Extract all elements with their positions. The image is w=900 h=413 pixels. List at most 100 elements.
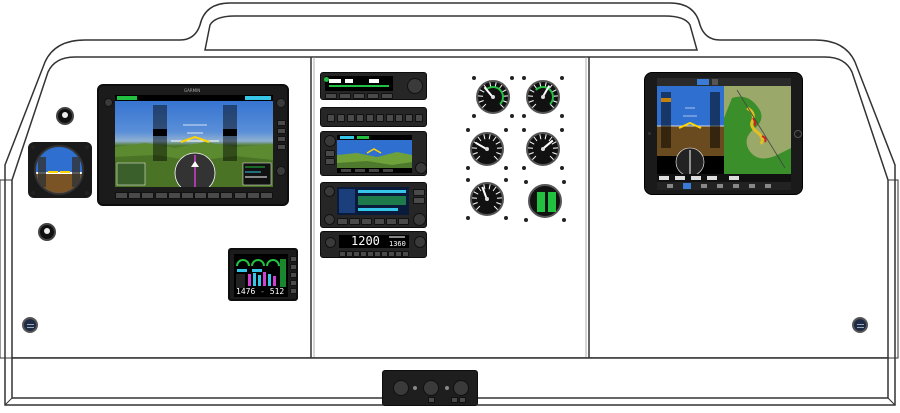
transponder-button[interactable]	[339, 251, 346, 257]
screw-icon	[522, 128, 526, 132]
audio-button[interactable]	[395, 114, 404, 122]
gps-button[interactable]	[325, 158, 335, 165]
tachometer-gauge	[472, 76, 514, 118]
audio-button[interactable]	[346, 114, 355, 122]
pfd-screen	[115, 95, 273, 187]
screw-icon	[466, 128, 470, 132]
com-radio	[320, 72, 427, 100]
transponder-knob-icon[interactable]	[414, 236, 426, 248]
gauge-face	[528, 184, 562, 218]
engine-monitor-button[interactable]	[290, 264, 297, 270]
engine-monitor: 1476 - 512	[228, 248, 298, 301]
tablet-home-button-icon[interactable]	[794, 130, 802, 138]
squawk-code: 1200	[351, 234, 380, 248]
screw-icon	[510, 76, 514, 80]
gns-knob-icon[interactable]	[413, 213, 426, 226]
pfd-side-button[interactable]	[277, 128, 286, 134]
com-button[interactable]	[353, 93, 365, 99]
audio-panel	[320, 107, 427, 127]
oil-pressure-gauge	[466, 128, 508, 170]
engine-monitor-button[interactable]	[290, 288, 297, 294]
pfd-side-button[interactable]	[277, 120, 286, 126]
pfd-brand-label: GARMIN	[184, 88, 201, 93]
control-knob-icon[interactable]	[423, 380, 439, 396]
screw-icon	[510, 114, 514, 118]
transponder-button[interactable]	[353, 251, 360, 257]
com-button[interactable]	[325, 93, 337, 99]
transponder-button[interactable]	[402, 251, 409, 257]
transponder-button[interactable]	[388, 251, 395, 257]
gps-navigator	[320, 131, 427, 176]
control-knob-icon[interactable]	[453, 380, 469, 396]
com-button[interactable]	[339, 93, 351, 99]
com-knob-icon[interactable]	[407, 78, 423, 94]
audio-button[interactable]	[366, 114, 375, 122]
pfd-side-button[interactable]	[277, 144, 286, 150]
gns-button[interactable]	[373, 218, 385, 225]
control-knob-icon[interactable]	[393, 380, 409, 396]
screw-icon	[522, 76, 526, 80]
lower-control-unit	[382, 370, 478, 406]
gauge-face	[526, 132, 560, 166]
glare-shield-shelf	[204, 15, 698, 51]
transponder-button[interactable]	[381, 251, 388, 257]
gps-knob-icon[interactable]	[324, 135, 336, 147]
gns-button[interactable]	[349, 218, 361, 225]
gps-knob-icon[interactable]	[415, 162, 427, 174]
pfd-knob-icon[interactable]	[276, 166, 286, 176]
primary-flight-display: GARMIN	[97, 84, 289, 206]
gns-knob-icon[interactable]	[324, 214, 335, 225]
gauge-face	[470, 182, 504, 216]
engine-monitor-button[interactable]	[290, 272, 297, 278]
transponder-button[interactable]	[395, 251, 402, 257]
com-button[interactable]	[381, 93, 393, 99]
screw-icon	[560, 128, 564, 132]
screw-icon	[560, 166, 564, 170]
transponder-button[interactable]	[360, 251, 367, 257]
screw-icon	[562, 218, 566, 222]
control-button[interactable]	[451, 397, 458, 403]
audio-button[interactable]	[327, 114, 335, 122]
gns-button[interactable]	[361, 218, 373, 225]
gauge-face	[526, 80, 560, 114]
transponder-button[interactable]	[367, 251, 374, 257]
screw-icon	[562, 180, 566, 184]
engine-readout-right: 512	[269, 287, 285, 296]
pfd-knob-icon[interactable]	[276, 98, 286, 108]
gps-button[interactable]	[325, 150, 335, 157]
screw-icon	[466, 216, 470, 220]
vent-icon[interactable]	[22, 317, 38, 333]
audio-button[interactable]	[336, 114, 345, 122]
com-button[interactable]	[367, 93, 379, 99]
gns-knob-icon[interactable]	[324, 186, 335, 197]
gns-button[interactable]	[385, 218, 397, 225]
audio-button[interactable]	[405, 114, 414, 122]
pfd-side-button[interactable]	[277, 136, 286, 142]
vent-icon[interactable]	[852, 317, 868, 333]
transponder-button[interactable]	[346, 251, 353, 257]
tablet-screen	[657, 78, 791, 190]
transponder-button[interactable]	[374, 251, 381, 257]
engine-monitor-button[interactable]	[290, 280, 297, 286]
gns-button[interactable]	[337, 218, 348, 225]
fuel-quantity-gauge	[524, 180, 566, 222]
engine-monitor-button[interactable]	[290, 256, 297, 262]
control-button[interactable]	[428, 397, 435, 403]
backup-attitude-indicator	[28, 142, 92, 198]
audio-button[interactable]	[375, 114, 384, 122]
screw-icon	[560, 114, 564, 118]
screw-icon	[522, 114, 526, 118]
circuit-breaker-icon[interactable]	[56, 107, 74, 125]
screw-icon	[524, 218, 528, 222]
circuit-breaker-icon[interactable]	[38, 223, 56, 241]
audio-button[interactable]	[356, 114, 365, 122]
transponder-knob-icon[interactable]	[325, 237, 336, 248]
manifold-pressure-gauge	[522, 76, 564, 118]
screw-icon	[560, 76, 564, 80]
audio-button[interactable]	[414, 114, 423, 122]
audio-button[interactable]	[385, 114, 394, 122]
control-button[interactable]	[459, 397, 466, 403]
pfd-knob-icon[interactable]	[104, 98, 113, 107]
gns-button[interactable]	[397, 218, 409, 225]
